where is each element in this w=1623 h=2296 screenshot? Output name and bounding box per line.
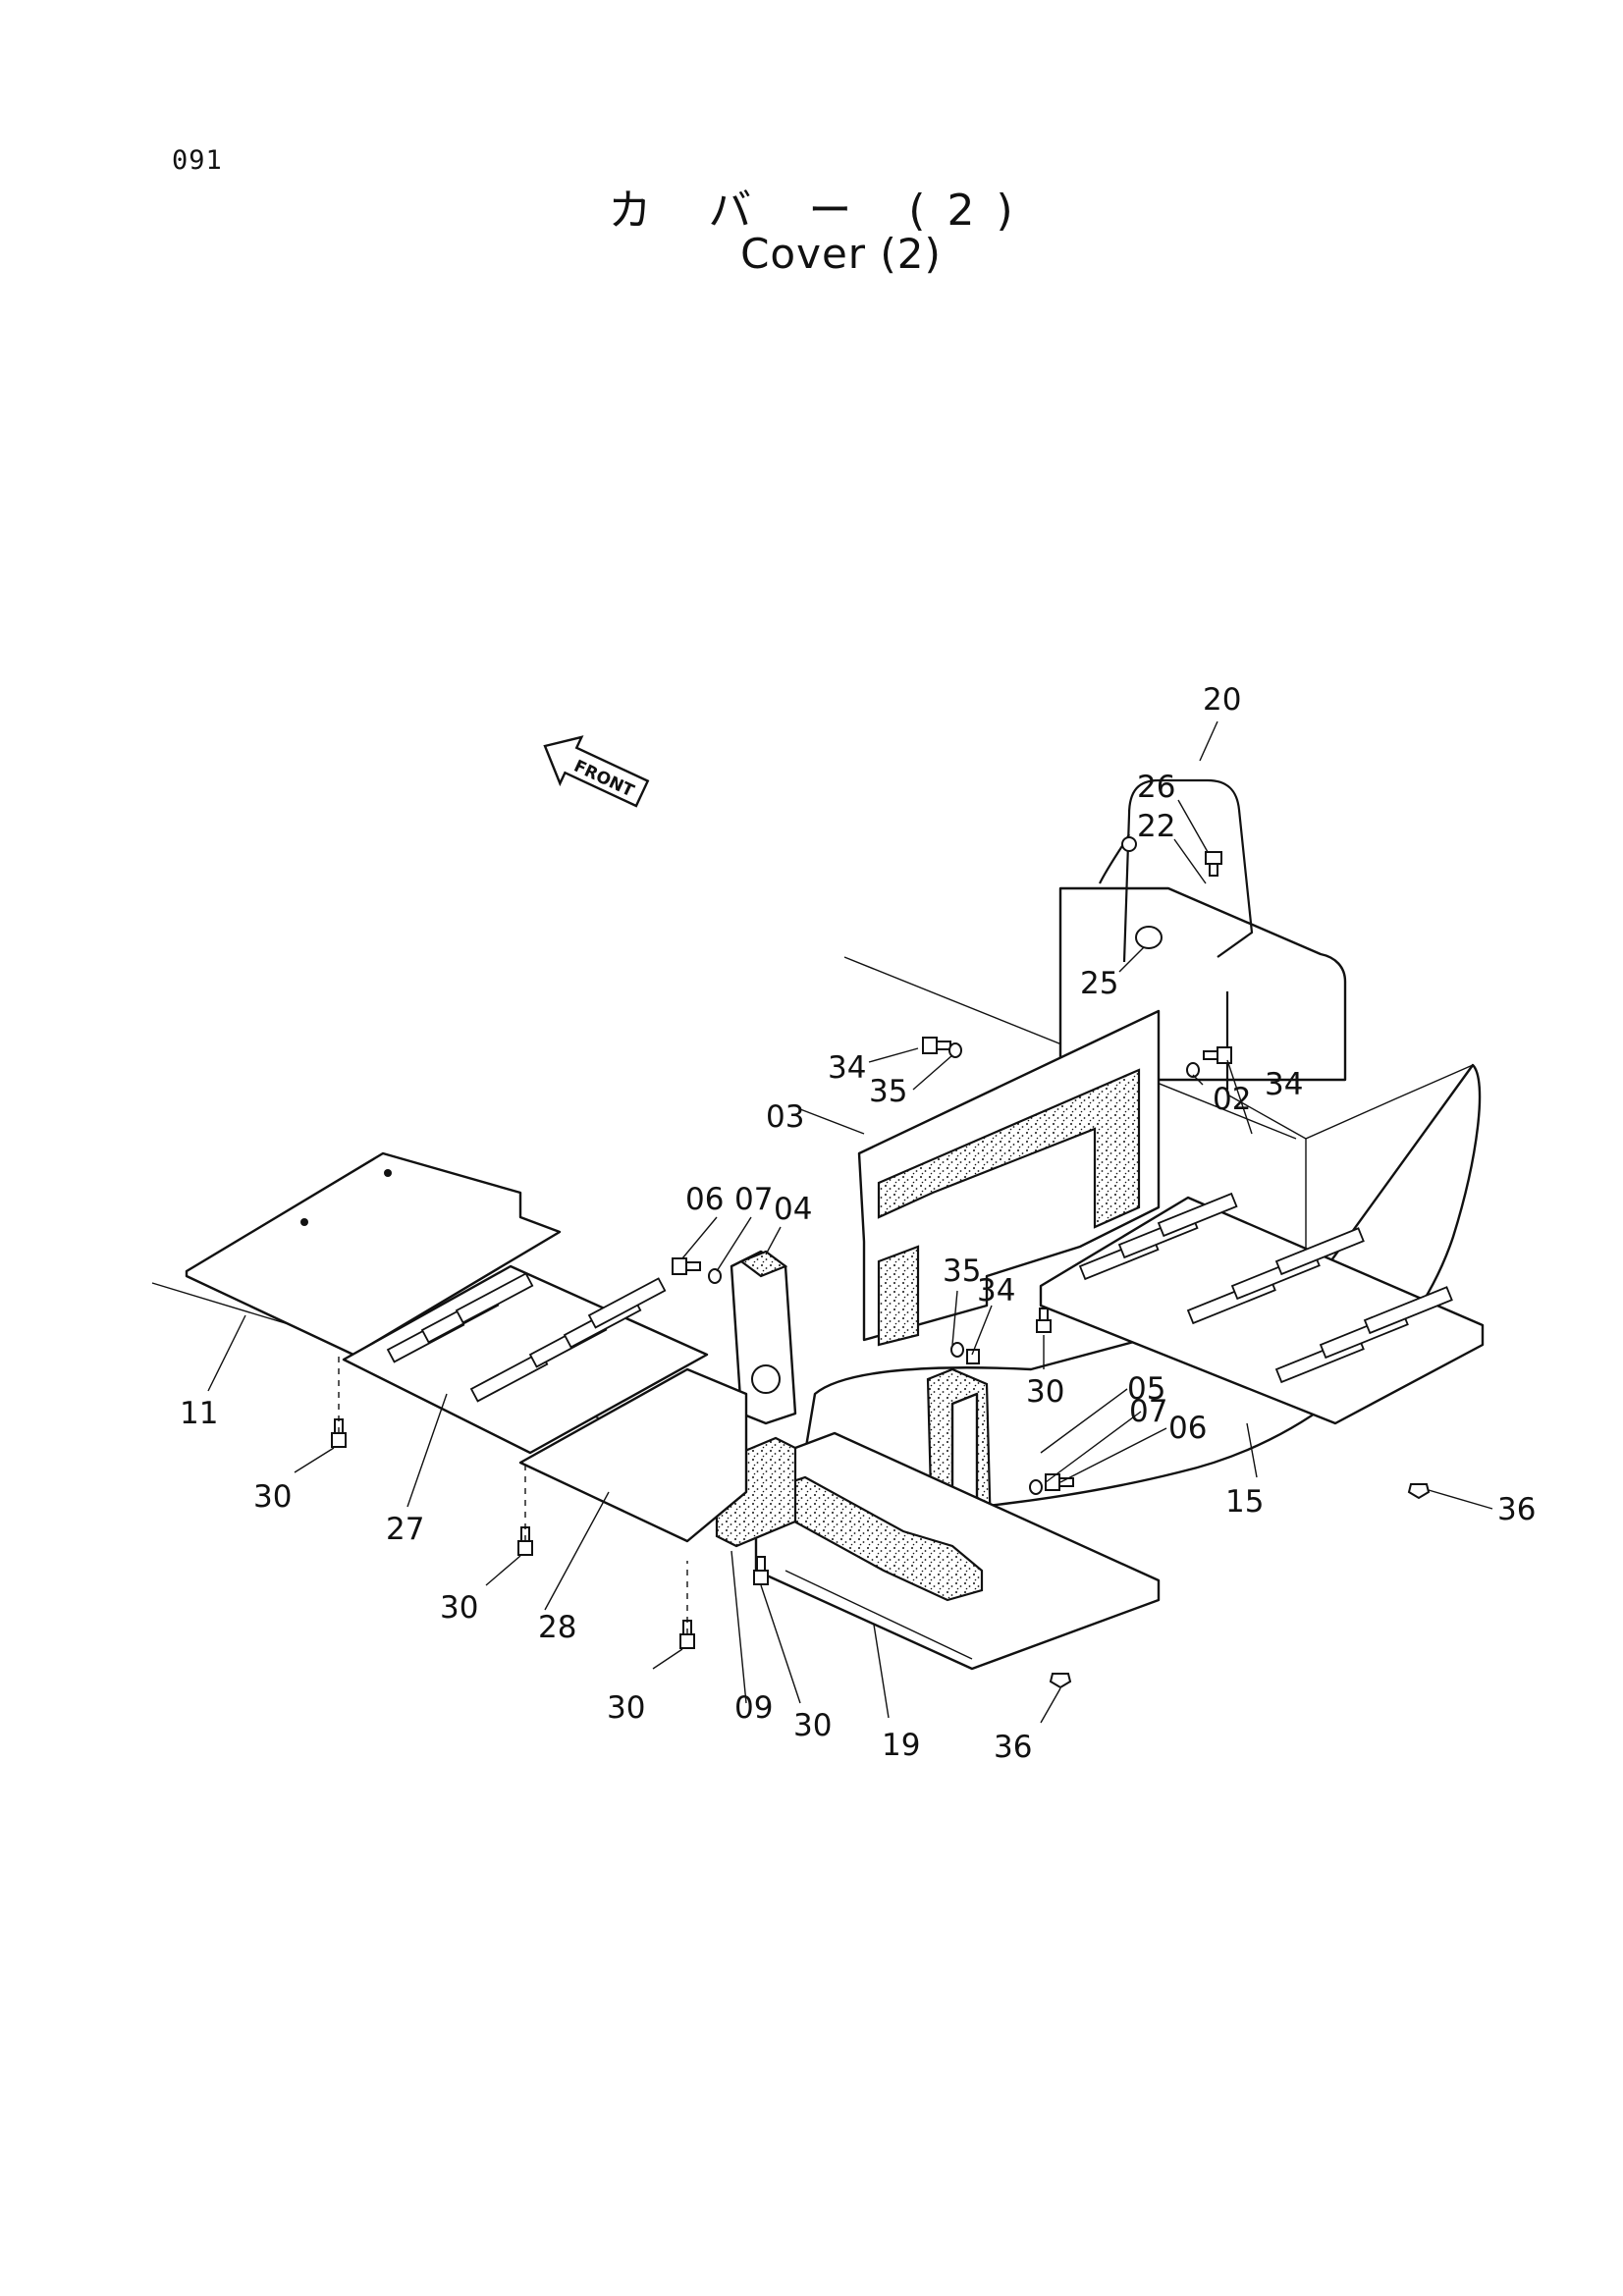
callout-03: 03 (766, 1099, 804, 1135)
leader-lines (207, 721, 1493, 1724)
callout-labels: 20 26 22 25 34 35 03 02 34 06 07 04 35 3… (180, 682, 1536, 1765)
part-27-floor-plate (342, 1264, 709, 1455)
part-28-floor-plate (518, 1367, 748, 1543)
callout-19: 19 (882, 1728, 920, 1763)
floor-plate-slot (1078, 1192, 1453, 1384)
callout-28: 28 (538, 1610, 576, 1645)
callout-35-upper: 35 (869, 1074, 907, 1109)
part-26-bolt-icon (1205, 851, 1222, 877)
callout-34-upper-right: 34 (1265, 1067, 1303, 1102)
washer-icons (708, 1042, 1200, 1495)
callout-25: 25 (1080, 966, 1118, 1001)
callout-04: 04 (774, 1192, 812, 1227)
callout-15: 15 (1225, 1484, 1264, 1520)
callout-36-bottom: 36 (994, 1730, 1032, 1765)
part-20-handrail (1099, 778, 1254, 963)
callout-30-left-a: 30 (253, 1479, 292, 1515)
page-title-japanese: カ バ ー (2) (608, 186, 1035, 236)
callout-22: 22 (1137, 809, 1175, 844)
callout-34-middle: 34 (977, 1273, 1015, 1308)
callout-06-lower: 06 (1168, 1411, 1207, 1446)
callout-30-center: 30 (1026, 1374, 1064, 1410)
front-arrow-icon: FRONT (543, 735, 650, 808)
callout-30-left-c: 30 (607, 1690, 645, 1726)
part-25-cap (1135, 926, 1163, 949)
part-03-cover-plate (857, 1009, 1161, 1347)
callout-34-upper-left: 34 (828, 1050, 866, 1086)
callout-07-lower: 07 (1129, 1394, 1167, 1429)
callout-07-upper: 07 (734, 1182, 773, 1217)
callout-26: 26 (1137, 770, 1175, 805)
callout-05: 05 (1127, 1371, 1165, 1407)
callout-30-bottom: 30 (793, 1708, 832, 1743)
callout-27: 27 (386, 1512, 424, 1547)
page-number: 091 (172, 145, 223, 176)
callout-35-middle: 35 (943, 1254, 981, 1289)
callout-09: 09 (734, 1690, 773, 1726)
callout-36-right: 36 (1497, 1492, 1536, 1527)
callout-20: 20 (1203, 682, 1241, 718)
callout-02: 02 (1213, 1082, 1251, 1117)
part-15-floor-plate (1039, 1192, 1485, 1425)
page-title-english: Cover (2) (740, 230, 942, 278)
callout-11: 11 (180, 1396, 218, 1431)
callout-06-upper: 06 (685, 1182, 724, 1217)
part-11-floor-plate (185, 1151, 562, 1357)
callout-30-left-b: 30 (440, 1590, 478, 1626)
